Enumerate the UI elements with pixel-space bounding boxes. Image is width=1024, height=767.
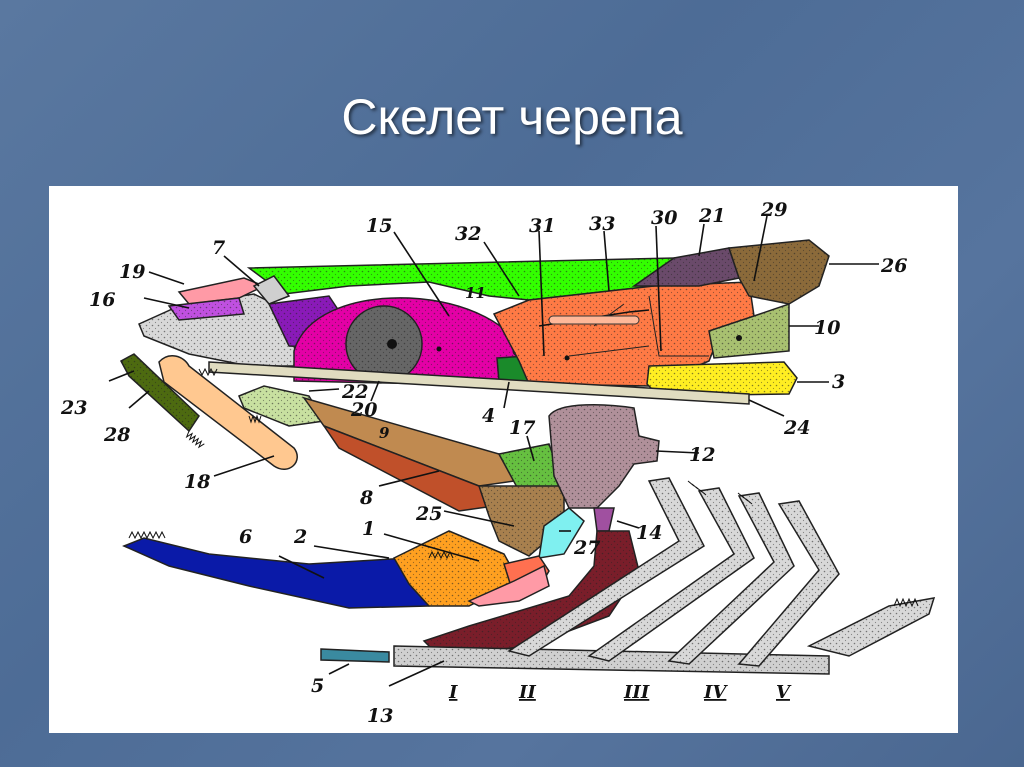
bone-8 [322,424,496,512]
label-22: 22 [341,381,368,403]
label-32: 32 [455,223,481,245]
arch-label-3: III [623,682,650,703]
branchial-arches [320,477,936,675]
label-23: 23 [60,397,87,419]
skull-diagram: 1 2 3 4 5 6 7 8 9 10 11 12 13 14 15 16 1… [60,199,936,727]
bone-18 [158,355,298,470]
mandible [122,530,550,609]
label-29: 29 [760,199,787,221]
label-2: 2 [293,526,307,548]
label-24: 24 [783,417,810,439]
bone-7 [252,275,291,305]
arch-label-4: IV [703,682,728,703]
label-19: 19 [119,261,145,283]
label-26: 26 [880,255,907,277]
label-1: 1 [362,518,375,540]
labels: 1 2 3 4 5 6 7 8 9 10 11 12 13 14 15 16 1… [60,199,907,727]
slide-title: Скелет черепа [341,89,683,145]
label-21: 21 [698,205,725,227]
label-16: 16 [89,289,115,311]
label-4: 4 [482,405,495,427]
arch-label-2: II [518,682,536,703]
arch-numerals: I II III IV V [448,682,792,703]
bone-9 [302,396,516,487]
bone-19 [177,277,266,305]
label-31: 31 [529,215,555,237]
label-13: 13 [367,705,393,727]
label-6: 6 [239,526,252,548]
label-10: 10 [814,317,840,339]
label-18: 18 [184,471,210,493]
label-17: 17 [509,417,535,439]
bone-24 [208,361,750,405]
label-9: 9 [379,424,390,442]
label-8: 8 [359,487,373,509]
label-11: 11 [465,284,486,302]
bone-27 [538,507,585,559]
bone-jaw-pink [467,564,550,607]
label-27: 27 [573,537,600,559]
label-15: 15 [366,215,392,237]
label-14: 14 [636,522,662,544]
neurocranium [138,239,830,405]
arch-label-5: V [776,682,792,703]
label-3: 3 [832,371,845,393]
label-20: 20 [350,399,377,421]
label-7: 7 [212,237,225,259]
leader-lines [108,215,879,687]
label-5: 5 [311,675,324,697]
palatoquadrate [119,353,660,559]
label-30: 30 [651,207,677,229]
label-12: 12 [689,444,715,466]
label-28: 28 [103,424,130,446]
bone-5 [320,648,390,663]
bone-14 [593,507,615,532]
diagram-panel: 1 2 3 4 5 6 7 8 9 10 11 12 13 14 15 16 1… [49,186,958,733]
arch-label-1: I [448,682,458,703]
label-25: 25 [415,503,442,525]
label-33: 33 [589,213,615,235]
